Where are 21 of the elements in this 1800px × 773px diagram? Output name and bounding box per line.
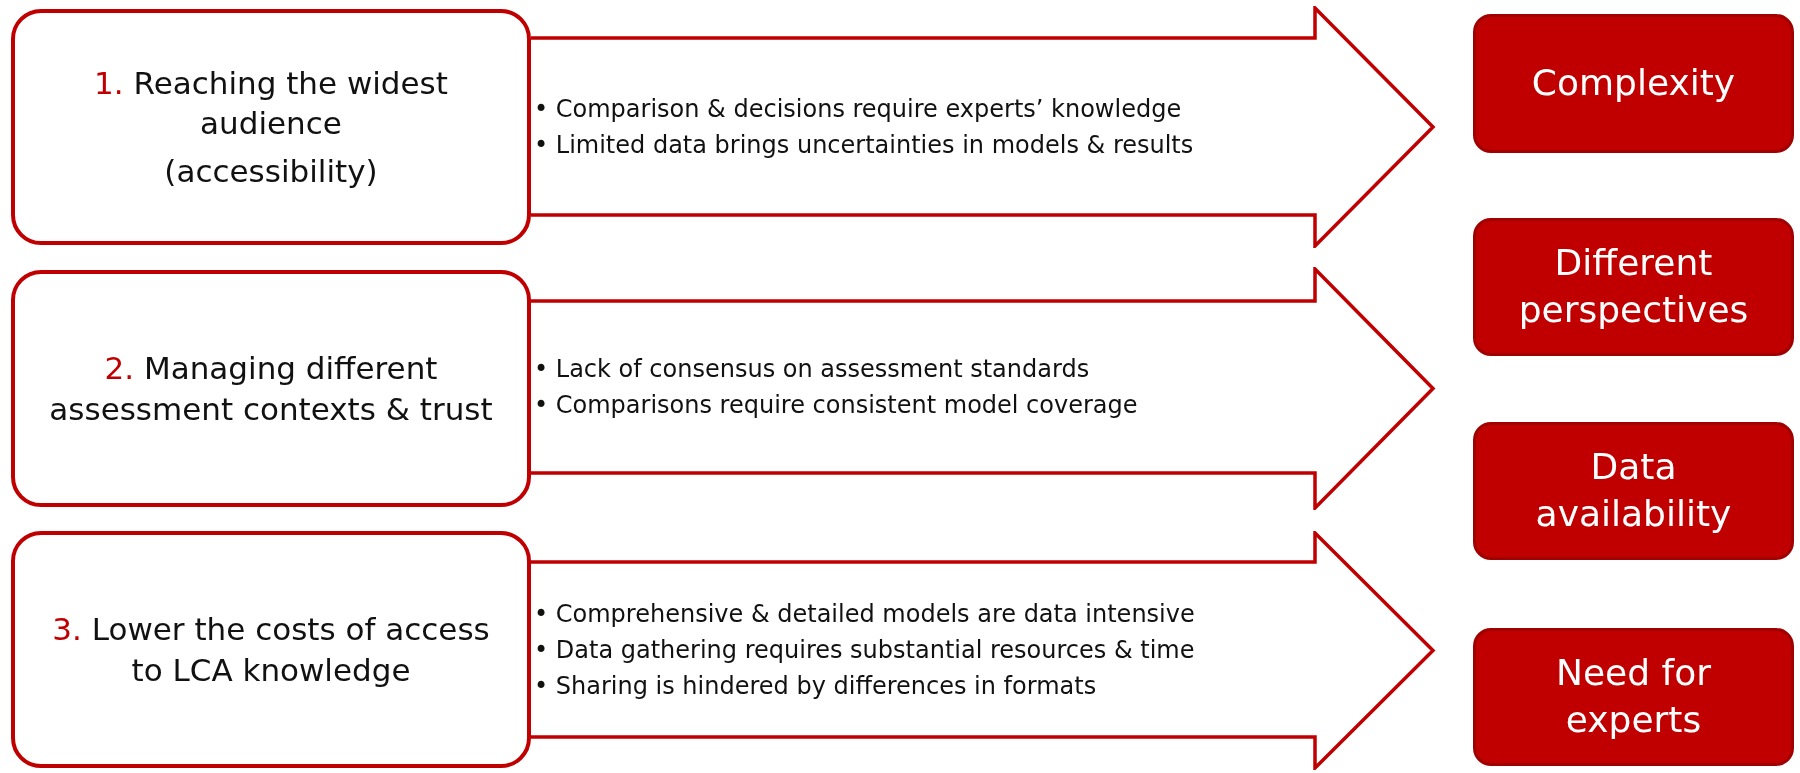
goal-subtitle: (accessibility) [164,152,378,192]
bullet-text: • Comparison & decisions require experts’ knowledge [534,93,1183,125]
goal-heading: 3. Lower the costs of access to LCA knowledge [51,610,491,690]
goal-box [11,9,531,245]
bullet-text: • Sharing is hindered by differences in formats [534,670,1098,702]
bullet-text: • Comprehensive & detailed models are data intensive [534,598,1195,630]
goal-box [11,270,531,507]
challenge-box: Complexity [1473,14,1794,153]
challenge-box: Different perspectives [1473,218,1794,356]
text-panel [531,531,1436,770]
bullet-text: • Comparisons require consistent model coverage [534,390,1138,421]
text-panel [531,6,1436,248]
challenge-box: Need for experts [1473,628,1794,766]
bullet-text: • Data gathering requires substantial resources & time [534,634,1195,666]
challenge-box: Data availability [1473,422,1794,560]
text-panel [531,267,1436,510]
bullet-text: • Lack of consensus on assessment standards [534,354,1091,385]
goal-heading: 2. Managing different assessment contexts & trust [48,349,494,429]
goal-heading: 1. Reaching the widest audience [93,63,449,143]
bullet-text: • Limited data brings uncertainties in models & results [534,129,1194,161]
goal-box [11,531,531,768]
